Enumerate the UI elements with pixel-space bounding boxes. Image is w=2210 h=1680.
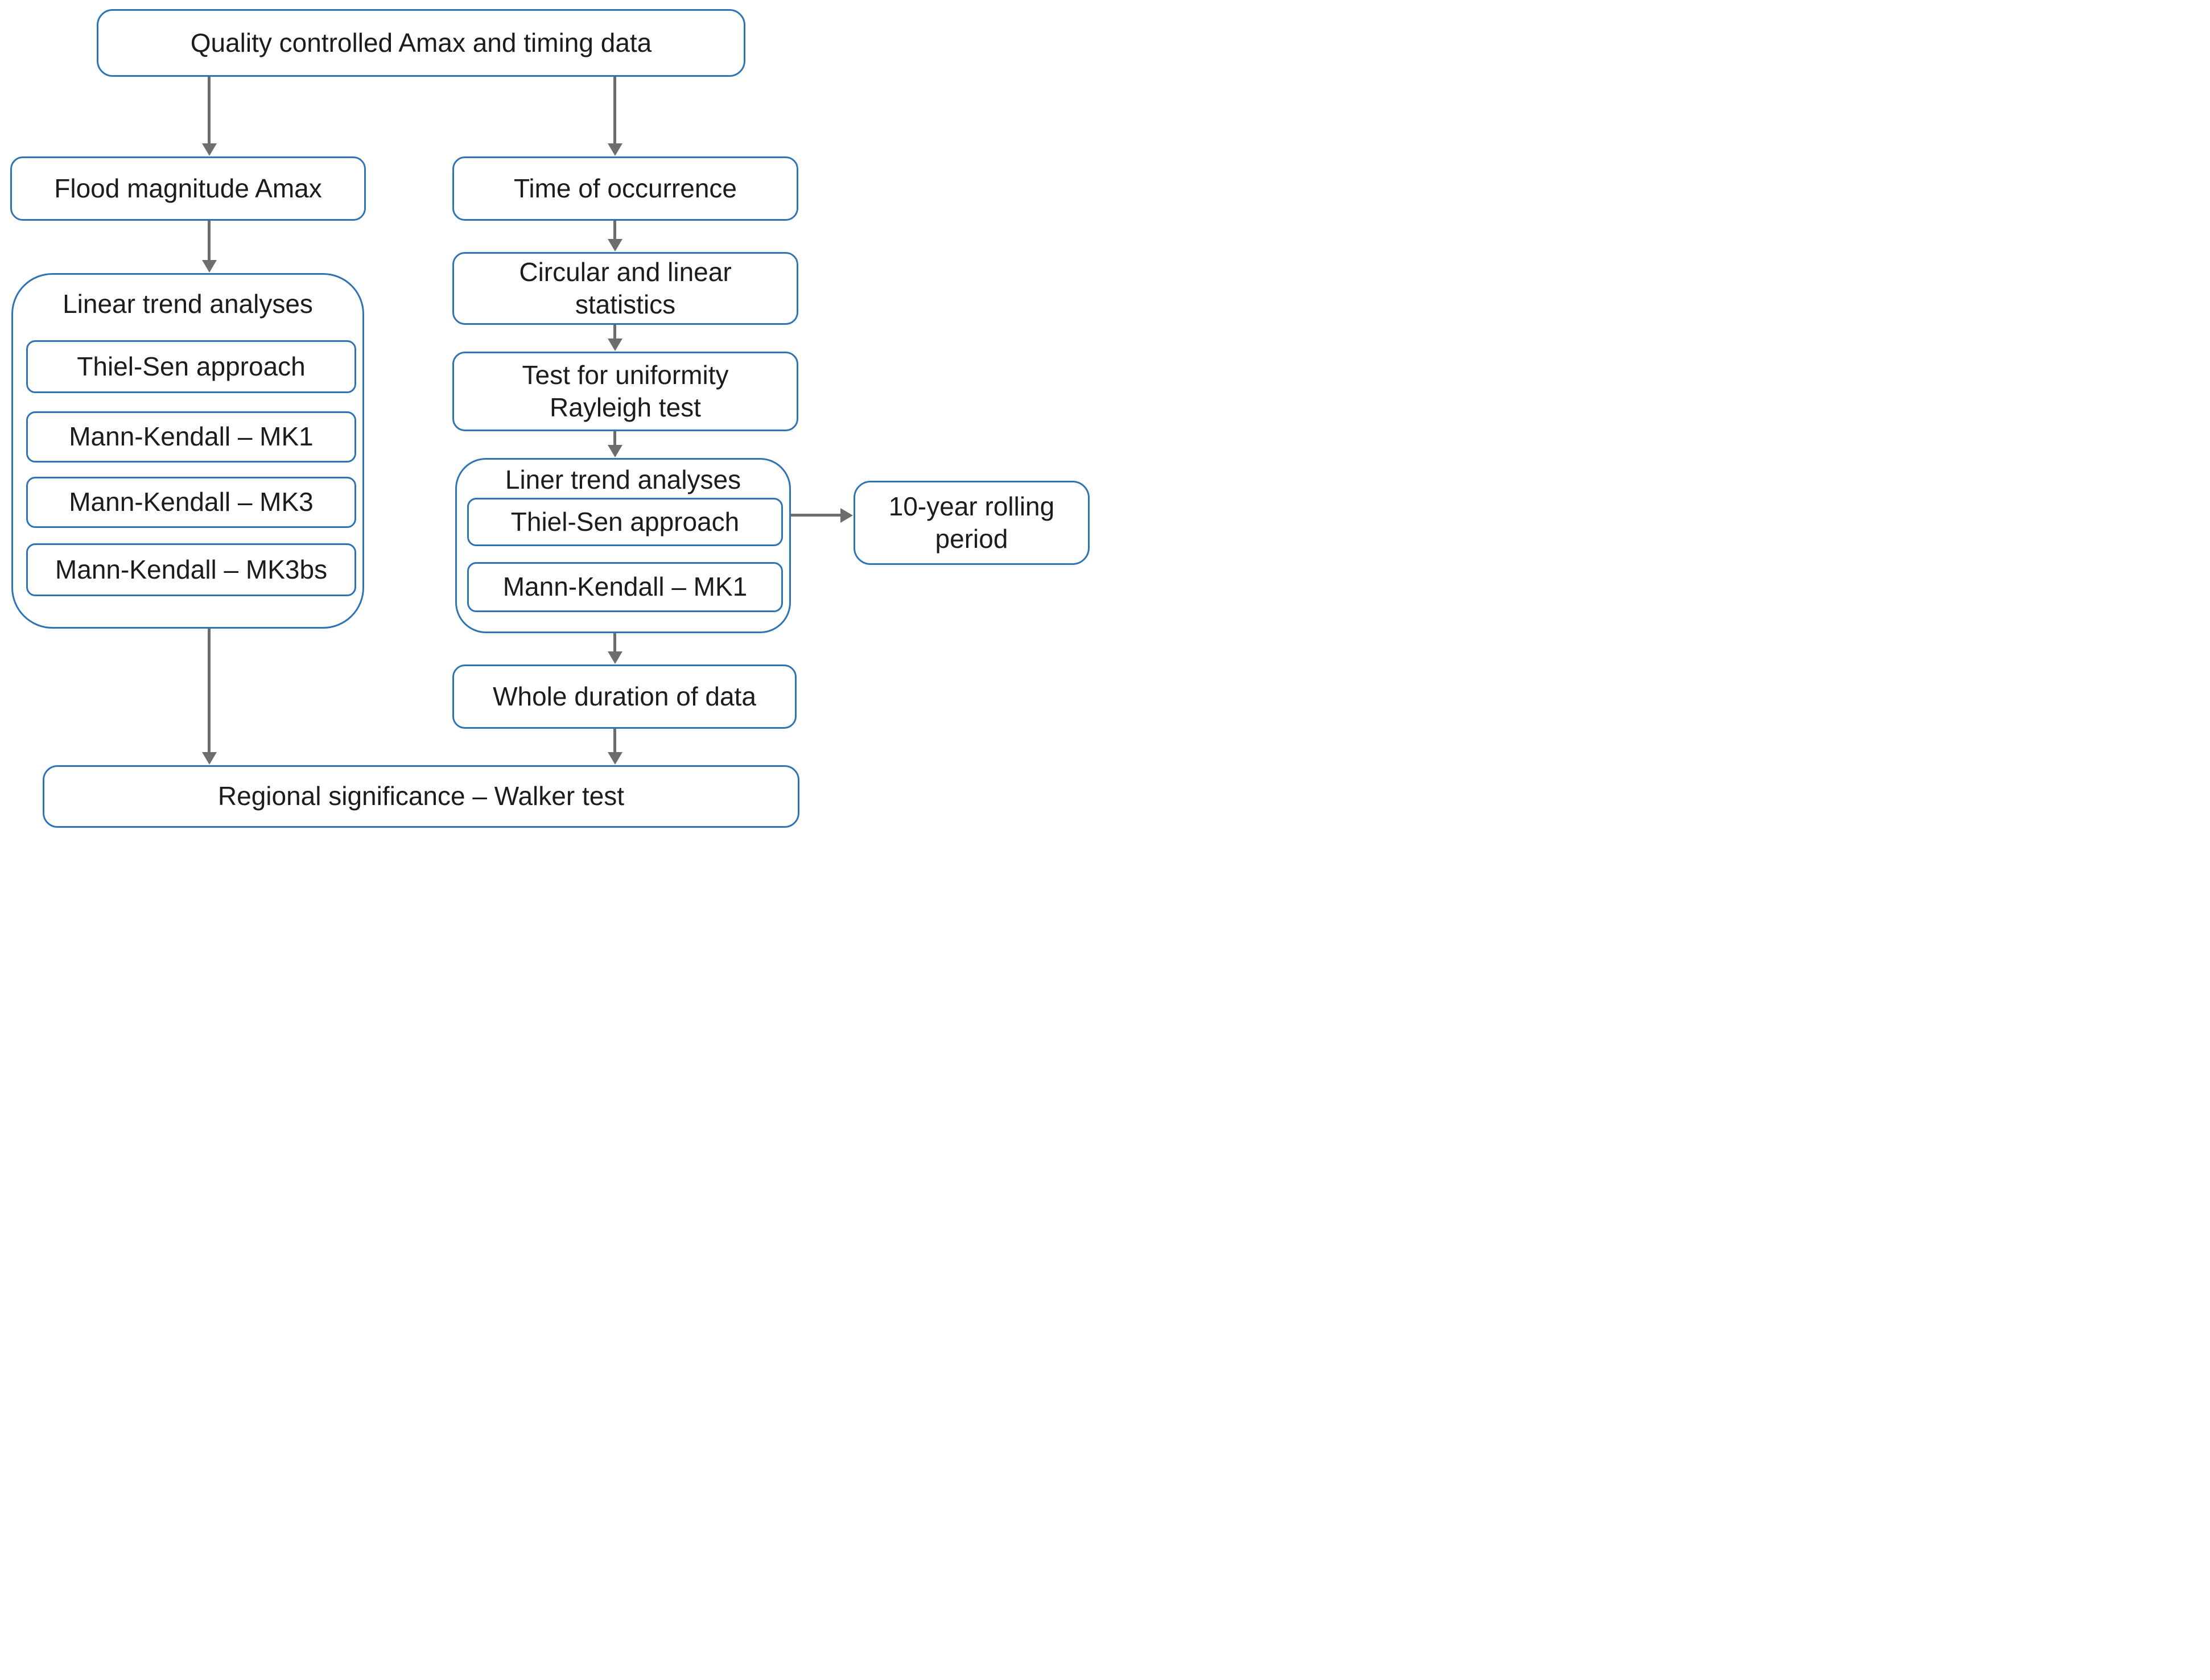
time-of-occurrence-box: Time of occurrence	[452, 156, 798, 221]
rolling-period-label: 10-year rolling period	[888, 491, 1055, 554]
mann-kendall-mk3-box: Mann-Kendall – MK3	[26, 477, 356, 528]
linear-trend-container-title: Linear trend analyses	[63, 289, 313, 319]
arrow-liner-container-to-whole	[613, 633, 616, 652]
time-of-occurrence-label: Time of occurrence	[514, 173, 737, 203]
arrow-uniformity-to-liner-container	[613, 431, 616, 445]
thiel-sen-box-left: Thiel-Sen approach	[26, 340, 356, 393]
mann-kendall-mk1-box-right: Mann-Kendall – MK1	[467, 562, 783, 612]
mann-kendall-mk1-box-left: Mann-Kendall – MK1	[26, 411, 356, 463]
mann-kendall-mk3bs-label: Mann-Kendall – MK3bs	[55, 554, 328, 584]
flood-magnitude-label: Flood magnitude Amax	[54, 173, 322, 203]
thiel-sen-label-left: Thiel-Sen approach	[77, 351, 306, 381]
quality-controlled-data-box: Quality controlled Amax and timing data	[97, 9, 745, 77]
arrow-linear-container-to-regional	[208, 629, 211, 753]
linear-trend-container: Linear trend analyses Thiel-Sen approach…	[11, 273, 364, 629]
regional-significance-box: Regional significance – Walker test	[43, 765, 799, 828]
liner-trend-container: Liner trend analyses Thiel-Sen approach …	[455, 458, 791, 633]
arrow-flood-to-linear-container	[208, 221, 211, 261]
flood-magnitude-box: Flood magnitude Amax	[10, 156, 366, 221]
arrow-time-to-circular	[613, 221, 616, 240]
flowchart-canvas: Quality controlled Amax and timing data …	[0, 0, 1105, 840]
thiel-sen-label-right: Thiel-Sen approach	[510, 506, 740, 536]
arrow-quality-to-time	[613, 77, 616, 144]
circular-linear-statistics-box: Circular and linear statistics	[452, 252, 798, 325]
uniformity-rayleigh-box: Test for uniformity Rayleigh test	[452, 352, 798, 431]
regional-significance-label: Regional significance – Walker test	[217, 781, 625, 811]
arrow-quality-to-flood	[208, 77, 211, 144]
mann-kendall-mk1-label-left: Mann-Kendall – MK1	[69, 422, 314, 452]
mann-kendall-mk3-label: Mann-Kendall – MK3	[69, 487, 314, 517]
circular-linear-statistics-label: Circular and linear statistics	[519, 257, 732, 320]
thiel-sen-box-right: Thiel-Sen approach	[467, 498, 783, 546]
liner-trend-container-title: Liner trend analyses	[505, 465, 741, 494]
arrow-circular-to-uniformity	[613, 325, 616, 339]
arrow-whole-to-regional	[613, 729, 616, 753]
uniformity-rayleigh-label: Test for uniformity Rayleigh test	[522, 360, 729, 423]
whole-duration-label: Whole duration of data	[493, 681, 756, 711]
rolling-period-box: 10-year rolling period	[854, 481, 1090, 565]
arrow-liner-container-to-rolling	[791, 514, 841, 517]
quality-controlled-data-label: Quality controlled Amax and timing data	[190, 27, 652, 57]
whole-duration-box: Whole duration of data	[452, 664, 797, 729]
mann-kendall-mk1-label-right: Mann-Kendall – MK1	[502, 572, 748, 602]
mann-kendall-mk3bs-box: Mann-Kendall – MK3bs	[26, 543, 356, 596]
